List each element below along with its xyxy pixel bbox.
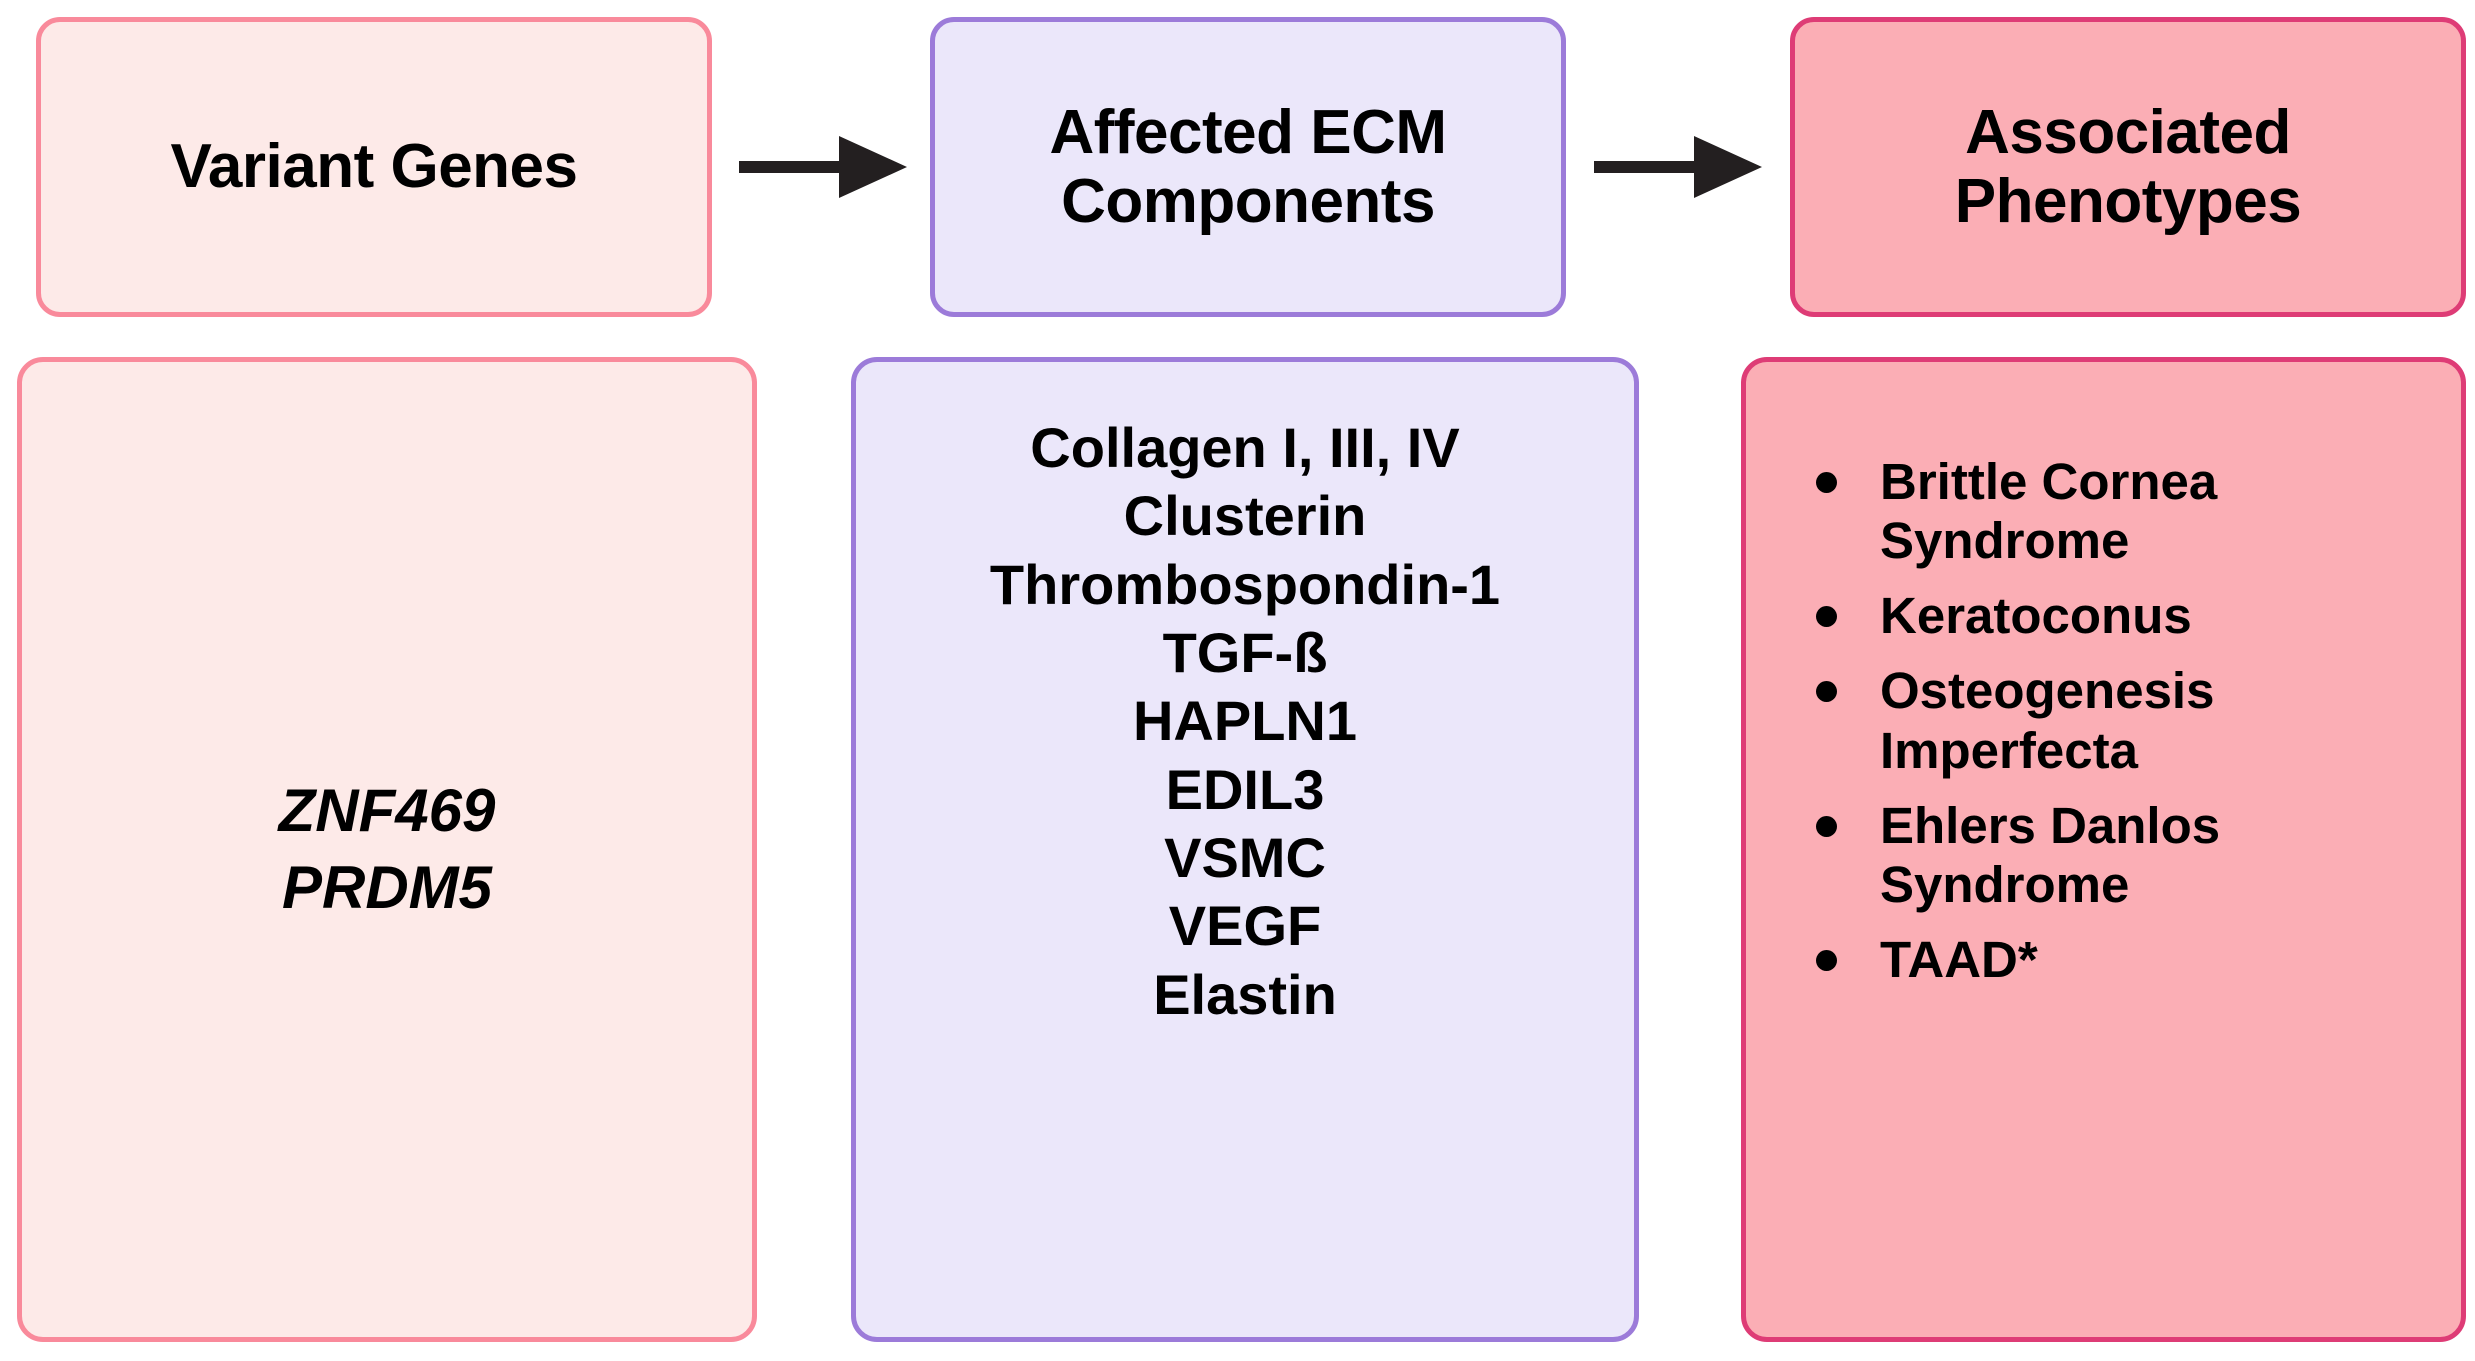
variant-genes-list: ZNF469 PRDM5: [279, 773, 496, 927]
bullet-icon: [1816, 681, 1837, 703]
list-item-label: Ehlers Danlos Syndrome: [1880, 796, 2221, 913]
list-item: ZNF469: [278, 776, 496, 844]
list-item: Osteogenesis Imperfecta: [1804, 661, 2435, 779]
list-item: Clusterin: [1123, 484, 1367, 548]
header-box-associated-phenotypes: Associated Phenotypes: [1790, 17, 2466, 317]
list-item: HAPLN1: [1132, 689, 1358, 753]
list-item: Keratoconus: [1804, 586, 2435, 645]
list-item: TGF-ß: [1162, 620, 1328, 684]
ecm-components-list: Collagen I, III, IV Clusterin Thrombospo…: [856, 414, 1634, 1029]
list-item: Ehlers Danlos Syndrome: [1804, 796, 2435, 914]
arrow-ecm-to-phenotypes-icon: [1594, 136, 1762, 198]
list-item-label: Osteogenesis Imperfecta: [1880, 662, 2215, 779]
list-item: Brittle Cornea Syndrome: [1804, 452, 2435, 570]
header-box-variant-genes: Variant Genes: [36, 17, 712, 317]
list-item: Collagen I, III, IV: [1030, 416, 1460, 479]
list-item: EDIL3: [1165, 757, 1325, 821]
list-item-label: TAAD*: [1880, 931, 2038, 989]
header-box-affected-ecm-components: Affected ECM Components: [930, 17, 1566, 317]
body-box-associated-phenotypes: Brittle Cornea Syndrome Keratoconus Oste…: [1741, 357, 2466, 1342]
header-title-affected-ecm-components: Affected ECM Components: [1049, 97, 1447, 236]
list-item: TAAD*: [1804, 930, 2435, 989]
bullet-icon: [1816, 472, 1837, 493]
associated-phenotypes-list: Brittle Cornea Syndrome Keratoconus Oste…: [1746, 452, 2461, 1005]
list-item-label: Keratoconus: [1880, 587, 2192, 645]
header-title-associated-phenotypes: Associated Phenotypes: [1954, 97, 2302, 236]
body-box-affected-ecm-components: Collagen I, III, IV Clusterin Thrombospo…: [851, 357, 1639, 1342]
body-box-variant-genes: ZNF469 PRDM5: [17, 357, 757, 1342]
list-item: PRDM5: [281, 853, 493, 921]
list-item: Elastin: [1153, 962, 1337, 1026]
list-item: VEGF: [1168, 894, 1322, 958]
bullet-icon: [1816, 950, 1837, 972]
list-item: VSMC: [1164, 825, 1326, 889]
header-title-variant-genes: Variant Genes: [170, 132, 578, 202]
arrow-genes-to-ecm-icon: [739, 136, 907, 198]
bullet-icon: [1816, 606, 1837, 628]
list-item-label: Brittle Cornea Syndrome: [1880, 453, 2218, 570]
list-item: Thrombospondin-1: [989, 552, 1501, 616]
bullet-icon: [1816, 815, 1837, 837]
